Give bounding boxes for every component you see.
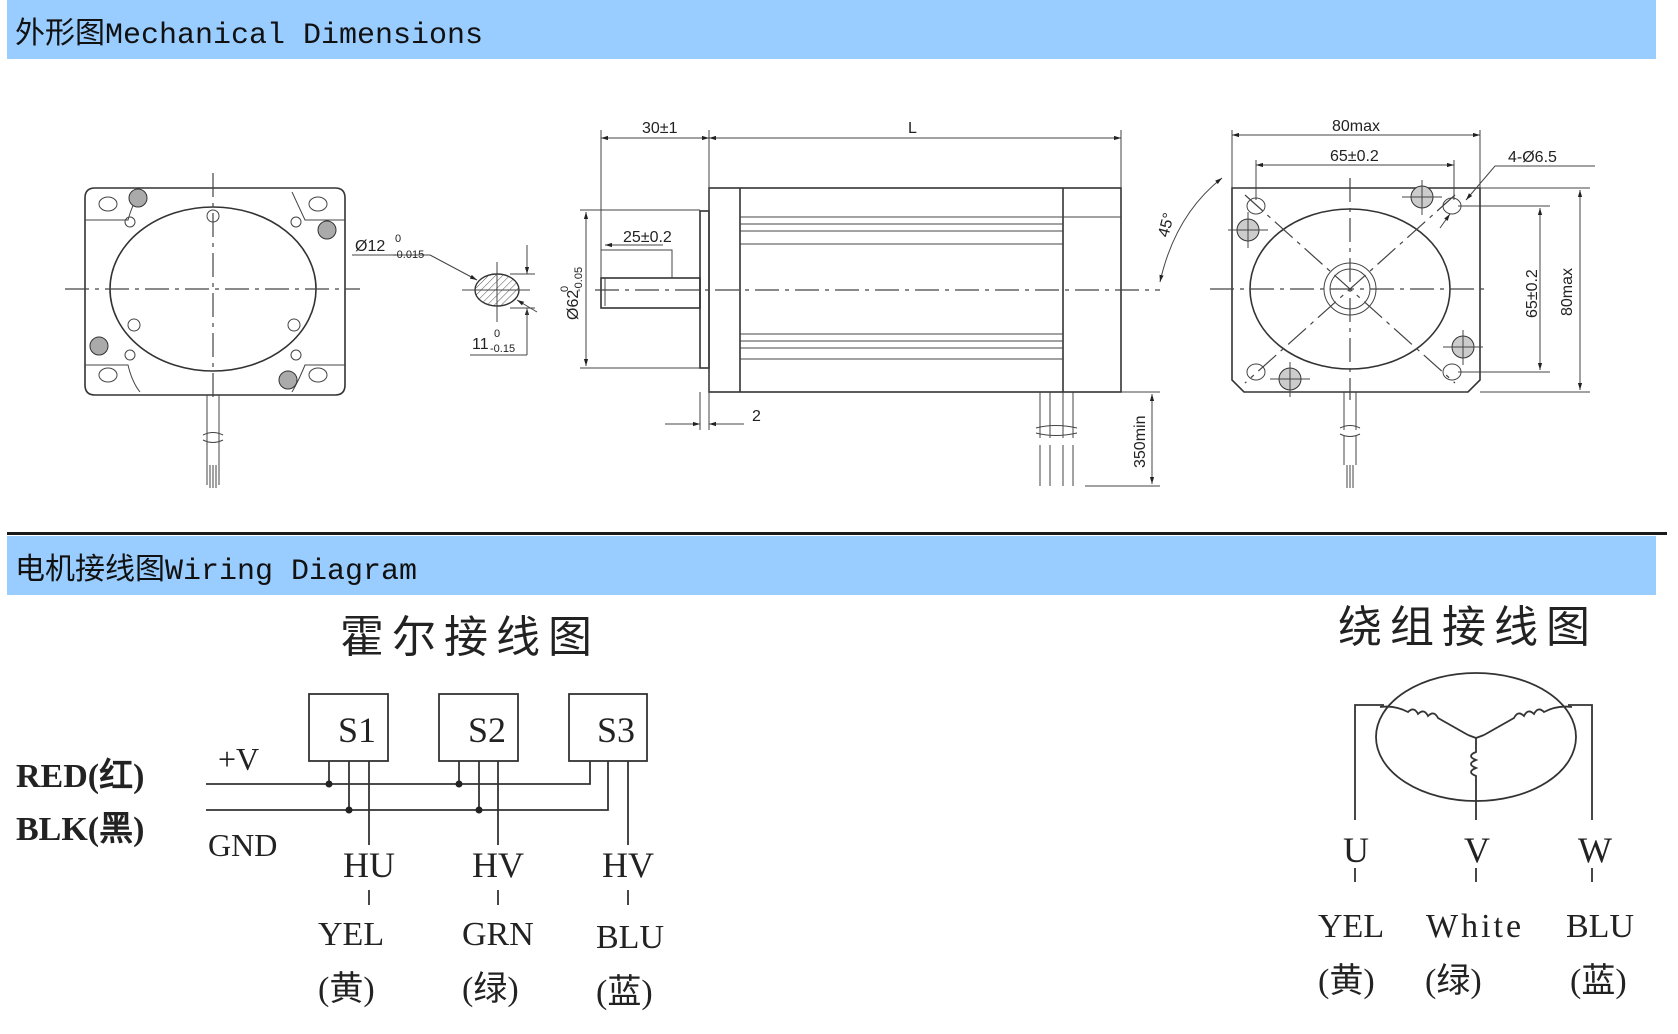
- grn-wire-label: GRN: [462, 916, 534, 953]
- hole-spacing-v-label: 65±0.2: [1524, 269, 1541, 318]
- grn-wire-cn-label: (绿): [462, 970, 519, 1008]
- angle-label: 45°: [1155, 211, 1178, 239]
- front-view: [65, 173, 360, 488]
- hv-output-label-s3: HV: [602, 845, 654, 885]
- mechanical-dimensions-header: 外形图Mechanical Dimensions: [7, 0, 1656, 59]
- shaft-diameter-label: Ø12: [355, 238, 385, 255]
- blu-wire-cn-label: (蓝): [596, 974, 653, 1011]
- hv-output-label: HV: [472, 845, 524, 885]
- shaft-diameter-upper-tol: 0: [395, 233, 401, 245]
- v-color-label: White: [1426, 908, 1524, 945]
- mounting-holes: [98, 196, 328, 383]
- yel-wire-cn-label: (黄): [318, 970, 375, 1008]
- shaft-section: [352, 245, 538, 356]
- key-length-label: 25±0.2: [623, 229, 672, 246]
- phase-v-label: V: [1464, 830, 1490, 870]
- hall-wiring-diagram: [206, 693, 648, 905]
- blk-wire-label: BLK(黑): [16, 811, 144, 848]
- hole-spec-label: 4-Ø6.5: [1508, 149, 1557, 166]
- lead-length-label: 350min: [1132, 416, 1149, 468]
- w-color-cn-label: (蓝): [1570, 963, 1627, 1000]
- rear-view: [1210, 130, 1595, 488]
- flat-depth-lower-tol: -0.15: [490, 343, 515, 355]
- hu-output-label: HU: [343, 845, 395, 885]
- yel-wire-label: YEL: [318, 916, 384, 953]
- flat-depth-label: 11: [472, 336, 489, 353]
- pilot-diameter-label: Ø62: [565, 290, 582, 320]
- mechanical-dimensions-title: 外形图Mechanical Dimensions: [15, 19, 484, 53]
- pilot-diameter-upper-tol: 0: [559, 286, 571, 292]
- section-divider: [7, 532, 1667, 535]
- hole-spacing-h-label: 65±0.2: [1330, 148, 1379, 165]
- plus-v-label: +V: [218, 741, 259, 777]
- blu-wire-label: BLU: [596, 919, 664, 956]
- frame-height-label: 80max: [1559, 268, 1576, 316]
- shaft-diameter-lower-tol: -0.015: [393, 249, 424, 261]
- screws: [89, 188, 337, 390]
- flange-thickness-label: 2: [752, 408, 761, 425]
- wiring-diagram-header: 电机接线图Wiring Diagram: [7, 536, 1656, 595]
- frame-width-label: 80max: [1332, 118, 1380, 135]
- phase-u-label: U: [1343, 830, 1369, 870]
- sensor-s1-label: S1: [338, 710, 376, 750]
- red-wire-label: RED(红): [16, 757, 144, 795]
- hall-wiring-title: 霍尔接线图: [340, 613, 600, 662]
- body-length-label: L: [908, 120, 917, 137]
- phase-w-label: W: [1578, 830, 1612, 870]
- w-color-label: BLU: [1566, 908, 1634, 945]
- winding-diagram: [1354, 672, 1593, 882]
- side-view: [580, 130, 1223, 487]
- winding-wiring-title: 绕组接线图: [1338, 603, 1598, 652]
- pilot-diameter-lower-tol: -0.05: [573, 267, 585, 292]
- gnd-label: GND: [208, 827, 277, 863]
- u-color-label: YEL: [1318, 908, 1384, 945]
- sensor-s2-label: S2: [468, 710, 506, 750]
- sensor-s3-label: S3: [597, 710, 635, 750]
- flat-depth-upper-tol: 0: [494, 328, 500, 340]
- wiring-diagram-title: 电机接线图Wiring Diagram: [15, 555, 418, 589]
- v-color-cn-label: (绿): [1425, 962, 1482, 1000]
- shaft-length-label: 30±1: [642, 120, 678, 137]
- u-color-cn-label: (黄): [1318, 962, 1375, 1000]
